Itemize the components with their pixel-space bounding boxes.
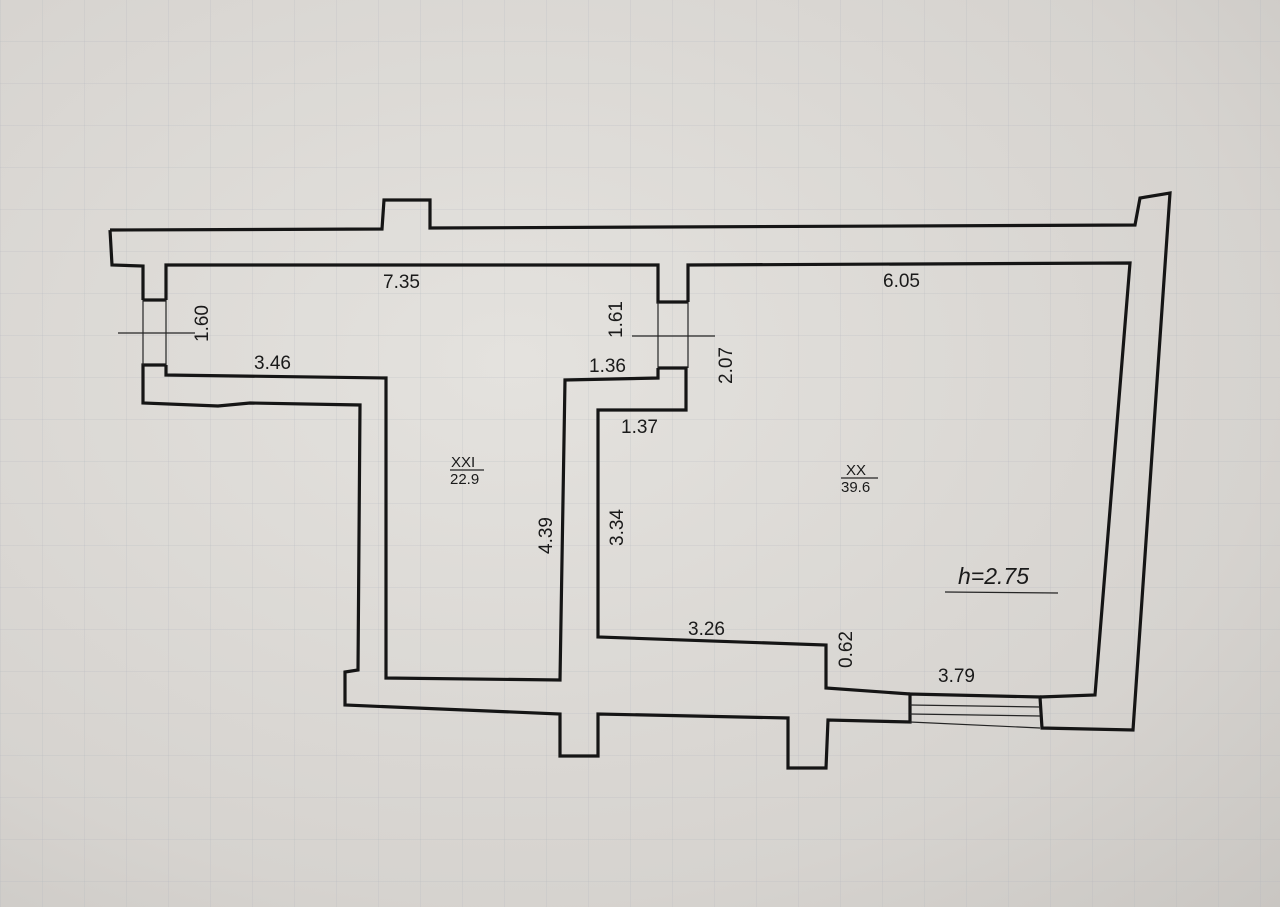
entrance-steps: [909, 704, 1041, 729]
room-xx-wall: [596, 261, 1132, 699]
dim-3-26: 3.26: [688, 619, 725, 640]
room-area: 39.6: [841, 479, 870, 496]
dim-6-05: 6.05: [883, 271, 920, 292]
dim-1-36: 1.36: [589, 356, 626, 377]
room-xxi-label: XXI 22.9: [450, 454, 484, 488]
dim-3-79: 3.79: [938, 666, 975, 687]
outer-wall: [108, 191, 1172, 770]
dim-0-62: 0.62: [836, 631, 857, 668]
dim-7-35: 7.35: [383, 272, 420, 293]
dim-1-61: 1.61: [606, 301, 627, 338]
dim-2-07: 2.07: [716, 347, 737, 384]
room-xx-label: XX 39.6: [841, 462, 878, 496]
ceiling-height: h=2.75: [958, 563, 1029, 589]
dim-3-34: 3.34: [607, 509, 628, 546]
middle-opening: [632, 302, 715, 368]
dim-1-60: 1.60: [192, 305, 213, 342]
height-underline: [944, 591, 1059, 594]
room-area: 22.9: [450, 471, 479, 488]
room-number: XXI: [451, 454, 475, 471]
dim-1-37: 1.37: [621, 417, 658, 438]
room-xxi-wall: [143, 263, 688, 682]
left-window: [118, 300, 195, 365]
room-number: XX: [846, 462, 866, 479]
dim-3-46: 3.46: [254, 353, 291, 374]
dim-4-39: 4.39: [536, 517, 557, 554]
